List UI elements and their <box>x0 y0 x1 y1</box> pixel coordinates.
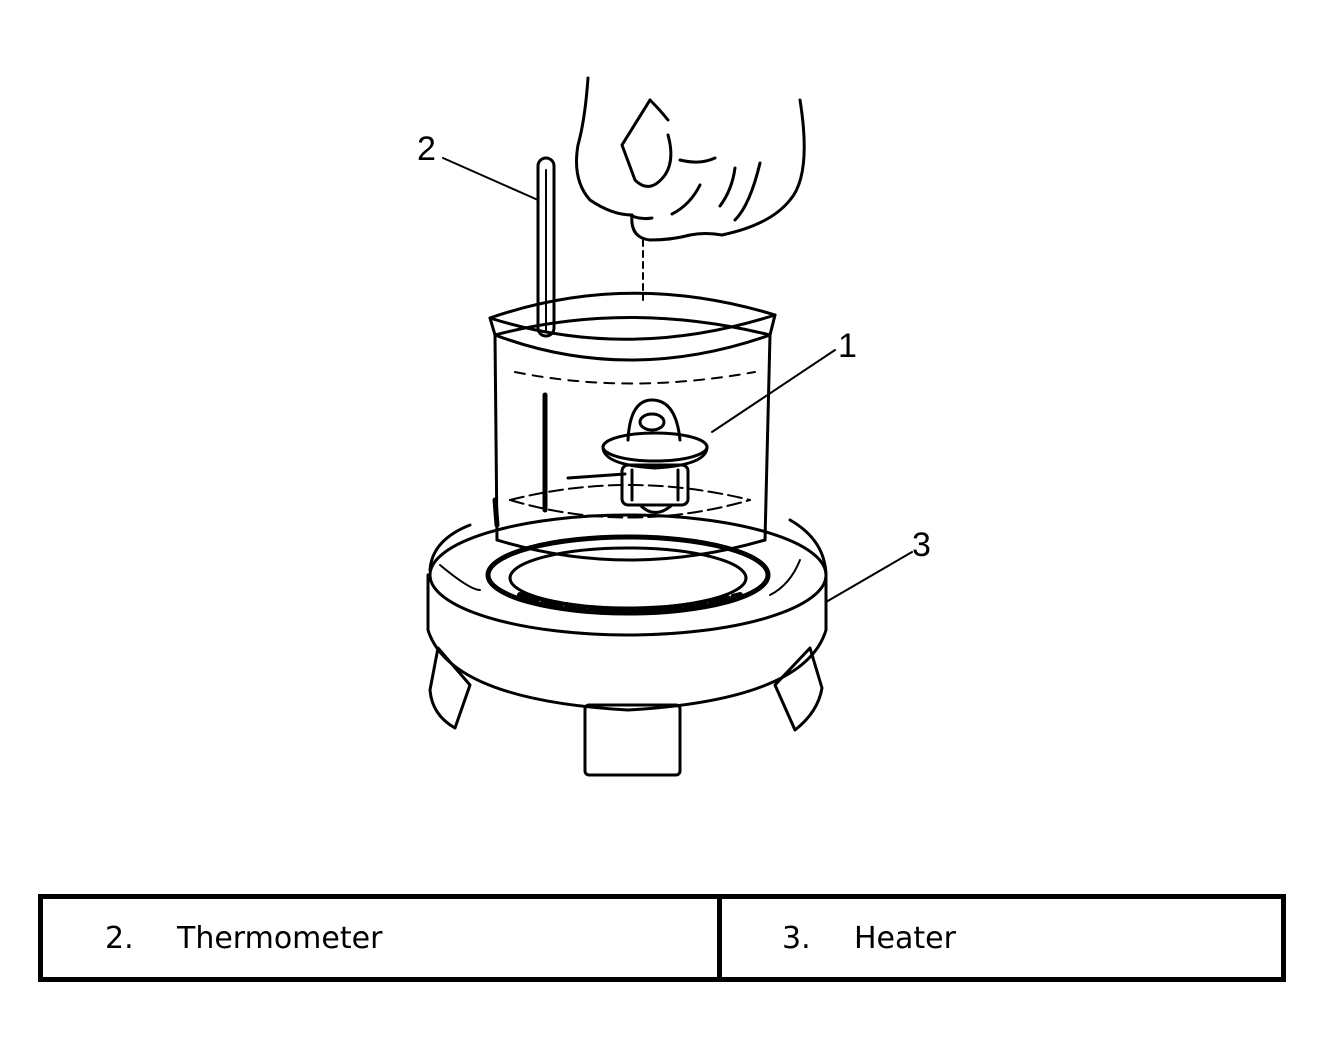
leader-line-1 <box>711 349 836 433</box>
leader-line-2 <box>442 157 539 201</box>
legend-table: 2. Thermometer 3. Heater <box>38 894 1286 982</box>
legend-cell-thermometer: 2. Thermometer <box>43 899 722 977</box>
hand-drawing <box>575 76 806 242</box>
callout-3: 3 <box>912 526 931 564</box>
thermometer-drawing <box>536 156 556 338</box>
leader-line-3 <box>825 551 913 603</box>
legend-number: 3. <box>782 920 811 956</box>
callout-1: 1 <box>838 327 857 365</box>
legend-label: Thermometer <box>177 920 383 956</box>
thermostat-test-illustration: 2 1 3 <box>417 76 931 777</box>
heater-drawing <box>426 513 828 777</box>
beaker-drawing <box>488 291 777 562</box>
thermostat-drawing <box>566 398 709 514</box>
callout-2: 2 <box>417 130 436 168</box>
legend-number: 2. <box>105 920 134 956</box>
legend-cell-heater: 3. Heater <box>722 899 1281 977</box>
legend-label: Heater <box>854 920 956 956</box>
